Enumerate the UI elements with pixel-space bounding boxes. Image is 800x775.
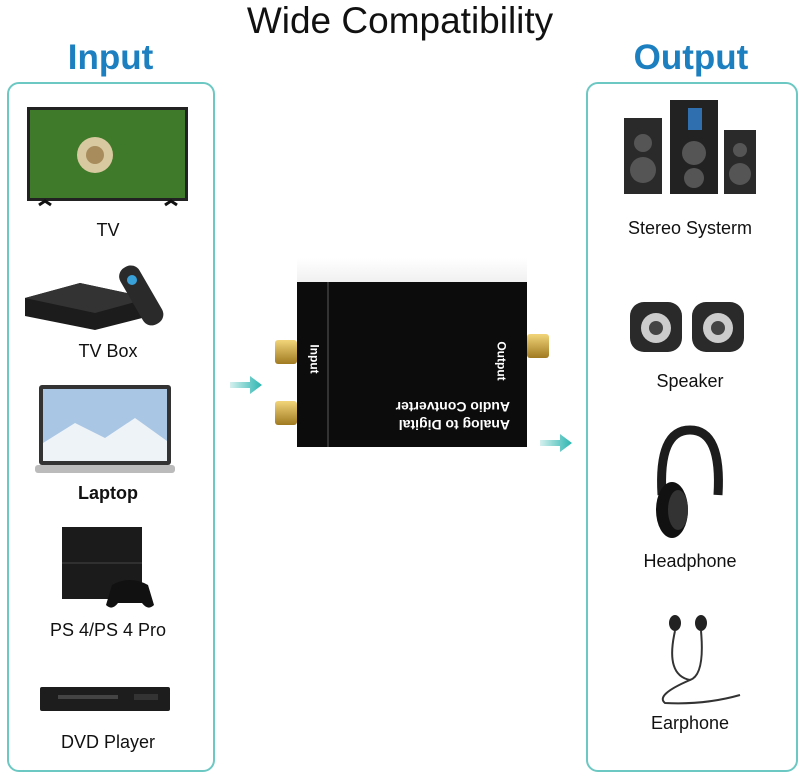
tv-icon	[27, 107, 188, 207]
output-item-headphone-label: Headphone	[643, 551, 737, 571]
output-panel	[586, 82, 798, 772]
game-console-icon	[62, 527, 154, 608]
device-top-reflection	[297, 258, 527, 286]
device-output-label: Output	[494, 341, 509, 381]
speaker-icon	[630, 302, 744, 352]
input-item-laptop-label: Laptop	[78, 483, 138, 503]
rca-input-jack-1	[275, 340, 297, 364]
device-name-line2: Audio Contverter	[395, 399, 510, 415]
page-title: Wide Compatibility	[246, 0, 554, 41]
device-name-line1: Analog to Digital	[398, 417, 510, 433]
tv-box-icon	[25, 265, 164, 330]
device-input-label: Input	[307, 344, 322, 374]
input-item-tv-label: TV	[96, 220, 120, 240]
earphone-icon	[661, 615, 741, 705]
output-heading: Output	[633, 38, 749, 77]
dvd-player-icon	[40, 687, 170, 711]
input-panel	[7, 82, 215, 772]
input-item-ps4-label: PS 4/PS 4 Pro	[49, 620, 167, 640]
converter-device	[297, 282, 527, 447]
stereo-system-icon	[624, 100, 756, 194]
output-item-earphone-label: Earphone	[650, 713, 730, 733]
input-item-dvd-player-label: DVD Player	[60, 732, 156, 752]
arrow-right-icon	[540, 434, 572, 452]
input-item-tv-box-label: TV Box	[78, 341, 138, 361]
rca-output-jack	[527, 334, 549, 358]
laptop-icon	[35, 385, 175, 473]
output-item-stereo-label: Stereo Systerm	[627, 218, 753, 238]
rca-input-jack-2	[275, 401, 297, 425]
arrow-right-icon	[230, 376, 262, 394]
headphone-icon	[656, 425, 723, 538]
output-item-speaker-label: Speaker	[656, 371, 724, 391]
device-name: Analog to Digital Audio Contverter	[370, 398, 510, 434]
input-heading: Input	[67, 38, 154, 77]
